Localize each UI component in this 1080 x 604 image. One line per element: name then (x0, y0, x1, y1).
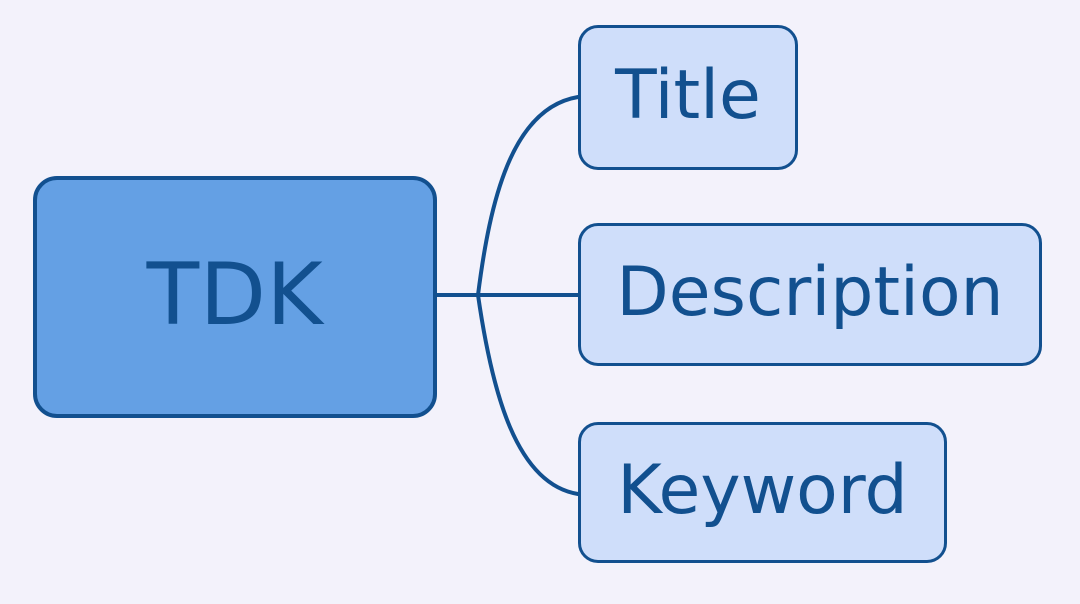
node-title[interactable]: Title (578, 25, 798, 170)
node-root-label: TDK (146, 245, 324, 345)
connector-root-to-keyword (476, 293, 580, 496)
connector-root-to-title (476, 95, 580, 297)
node-keyword-label: Keyword (617, 450, 908, 530)
node-title-label: Title (615, 55, 761, 135)
node-description-label: Description (616, 252, 1004, 332)
node-root-tdk[interactable]: TDK (33, 176, 437, 418)
node-description[interactable]: Description (578, 223, 1042, 366)
node-keyword[interactable]: Keyword (578, 422, 947, 563)
